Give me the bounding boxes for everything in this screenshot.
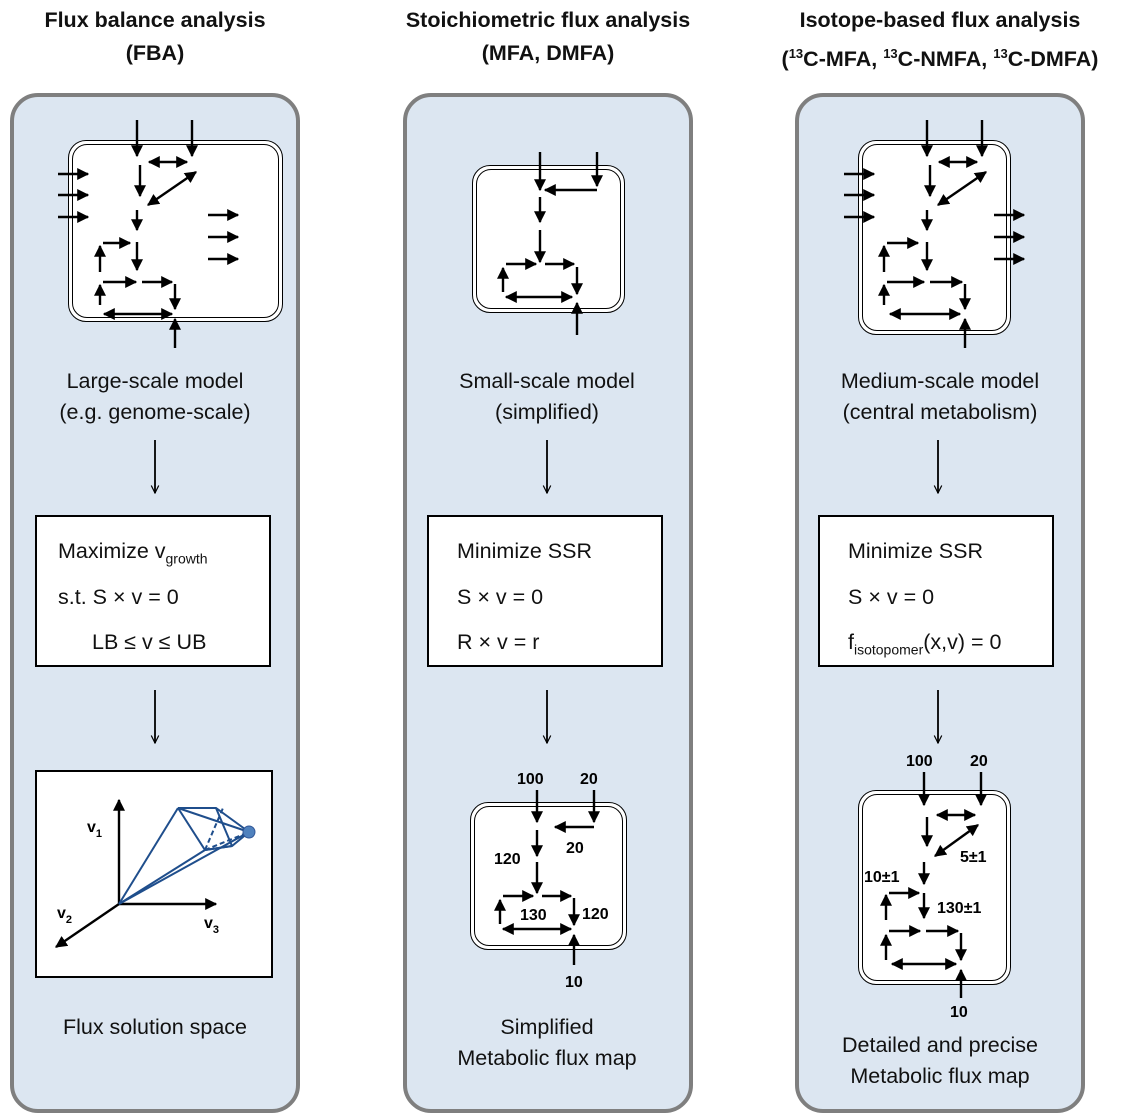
isotope-network-arrows: [844, 120, 1026, 348]
isotope-subtitle: (13C-MFA, 13C-NMFA, 13C-DMFA): [781, 46, 1099, 72]
svg-text:v2: v2: [57, 905, 72, 926]
mfa-network-arrows: [497, 152, 603, 335]
svg-text:10: 10: [565, 974, 583, 991]
fba-header: Flux balance analysis (FBA): [0, 4, 345, 70]
mfa-equation-box: Minimize SSR S × v = 0 R × v = r: [427, 515, 663, 667]
svg-text:100: 100: [906, 753, 933, 770]
mfa-header: Stoichiometric flux analysis (MFA, DMFA): [358, 4, 738, 70]
fba-result-caption: Flux solution space: [62, 1015, 248, 1039]
svg-text:20: 20: [580, 771, 598, 788]
svg-text:120: 120: [494, 851, 521, 868]
mfa-flux-map: 100 20 20 120 130 120 10: [494, 771, 609, 991]
svg-text:120: 120: [582, 906, 609, 923]
isotope-equation-box: Minimize SSR S × v = 0 fisotopomer(x,v) …: [818, 515, 1054, 667]
svg-text:130: 130: [520, 907, 547, 924]
mfa-subtitle: (MFA, DMFA): [481, 41, 615, 65]
svg-text:100: 100: [517, 771, 544, 788]
fba-model-caption: Large-scale model (e.g. genome-scale): [59, 369, 251, 424]
mfa-result-caption: Simplified Metabolic flux map: [457, 1015, 637, 1070]
isotope-title: Isotope-based flux analysis: [799, 8, 1081, 32]
flow-arrows: [155, 440, 938, 743]
fba-network-arrows: [58, 120, 240, 348]
svg-text:10: 10: [950, 1004, 968, 1021]
fba-title: Flux balance analysis: [44, 8, 266, 32]
isotope-model-caption: Medium-scale model (central metabolism): [840, 369, 1040, 424]
isotope-header: Isotope-based flux analysis (13C-MFA, 13…: [750, 4, 1130, 76]
svg-text:130±1: 130±1: [937, 900, 981, 917]
svg-text:5±1: 5±1: [960, 849, 987, 866]
isotope-result-caption: Detailed and precise Metabolic flux map: [841, 1033, 1038, 1088]
svg-text:20: 20: [566, 840, 584, 857]
fba-solution-space-plot: [35, 770, 273, 978]
isotope-flux-map-cell: [858, 790, 1011, 985]
fba-solution-space: v1 v2 v3: [55, 798, 256, 948]
mfa-title: Stoichiometric flux analysis: [405, 8, 691, 32]
fba-subtitle: (FBA): [125, 41, 185, 65]
svg-text:v3: v3: [204, 915, 219, 936]
isotope-flux-map: 100 20 5±1 10±1 130±1 10: [864, 753, 988, 1021]
svg-text:v1: v1: [87, 819, 102, 840]
fba-equation-box: Maximize vgrowth s.t. S × v = 0 LB ≤ v ≤…: [35, 515, 271, 667]
mfa-model-caption: Small-scale model (simplified): [459, 369, 635, 424]
svg-text:10±1: 10±1: [864, 869, 900, 886]
optimum-point: [242, 825, 256, 839]
svg-text:20: 20: [970, 753, 988, 770]
